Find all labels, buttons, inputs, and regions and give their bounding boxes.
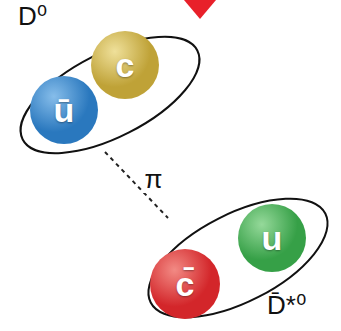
quark-label: u	[262, 221, 283, 255]
edge-label: π	[143, 165, 165, 194]
particle-name: D̄*⁰	[267, 291, 306, 321]
quark-ball: u	[238, 204, 306, 272]
ellipse-shape	[131, 174, 341, 331]
quark-label: c̄	[176, 267, 195, 301]
quark-ball: ū	[30, 76, 98, 144]
ellipse-shape	[4, 13, 217, 177]
meson-ellipse: D⁰ ū c	[10, 2, 210, 157]
quark-label: ū	[54, 93, 75, 127]
red-arrow-tip	[184, 0, 216, 19]
particle-name: D⁰	[18, 2, 47, 32]
quark-ball: c	[91, 31, 159, 99]
meson-ellipse: D̄*⁰ c̄ u	[135, 195, 341, 331]
exchange-line	[105, 152, 168, 218]
quark-ball: c̄	[150, 249, 220, 319]
quark-label: c	[116, 48, 135, 82]
